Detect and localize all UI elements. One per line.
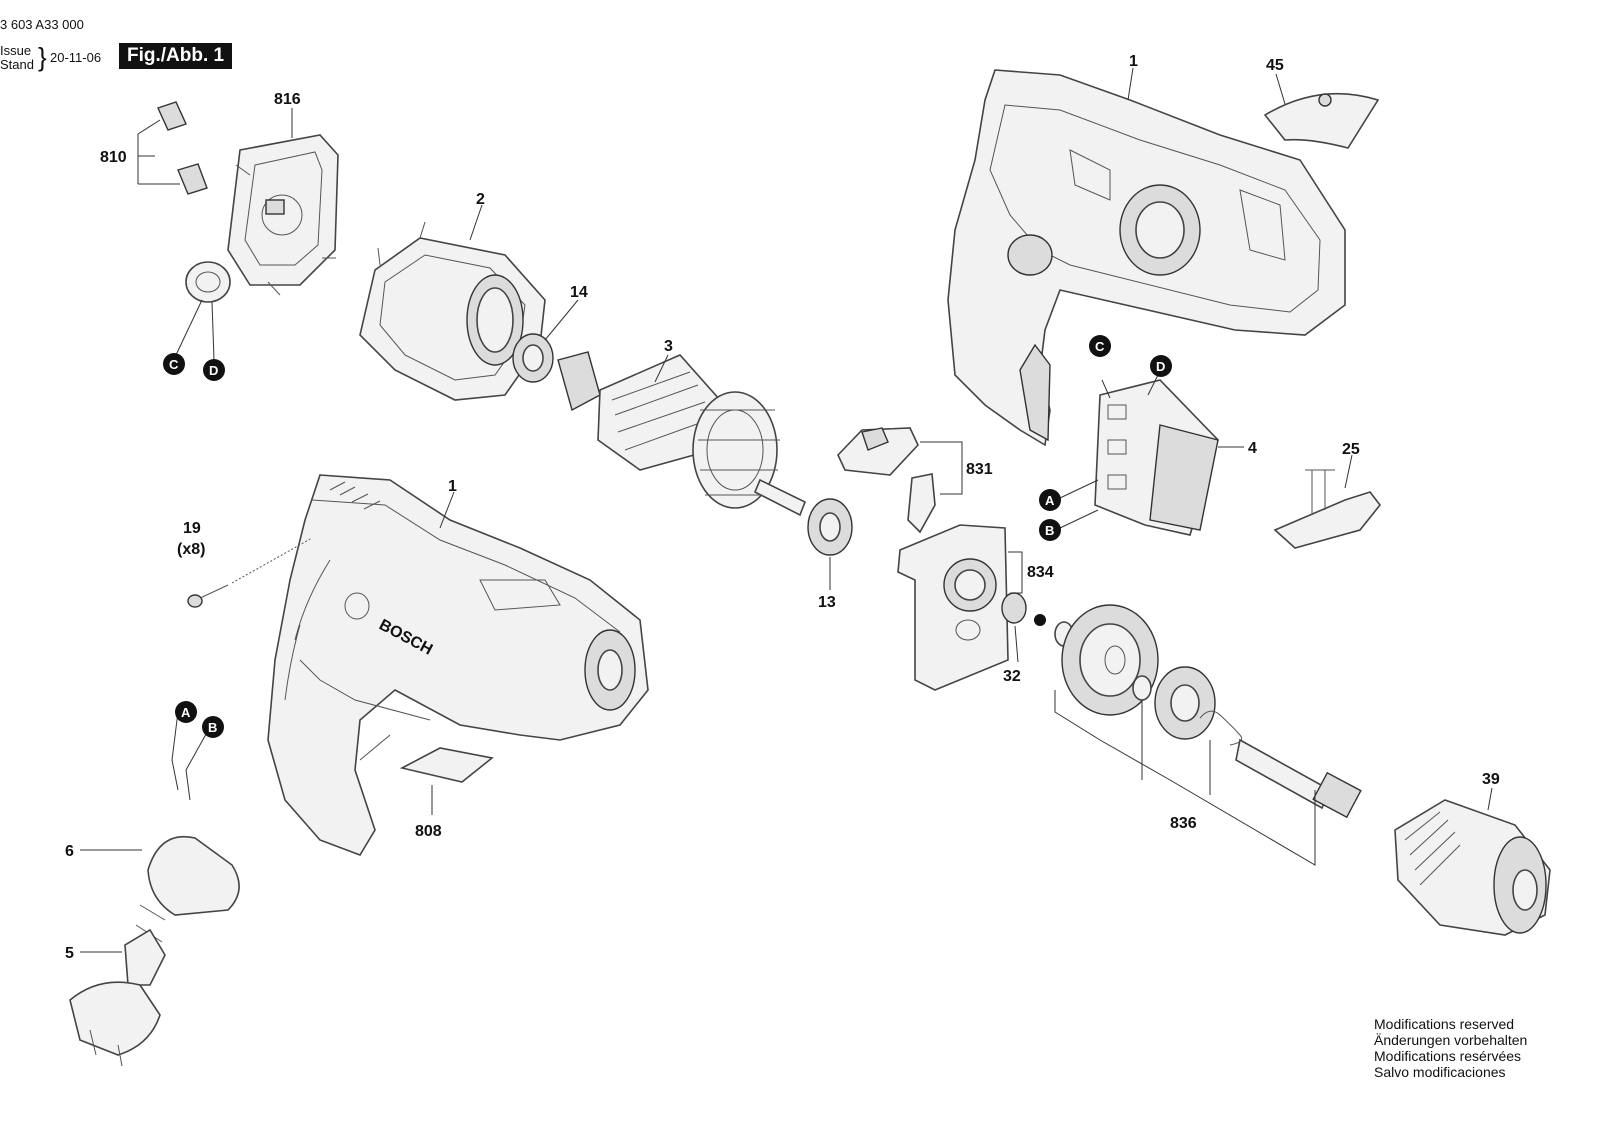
callout-834: 834	[1027, 564, 1054, 581]
svg-text:B: B	[208, 720, 217, 735]
callout-2: 2	[476, 191, 485, 208]
stand-label: Stand	[0, 57, 34, 72]
brush-wire-loop	[175, 261, 231, 361]
gear-assembly	[1054, 604, 1362, 866]
svg-text:B: B	[1045, 523, 1054, 538]
ball-bearing-32	[1034, 614, 1046, 626]
svg-text:D: D	[1156, 359, 1165, 374]
connector-b-cord: B	[202, 716, 224, 738]
leader-lines	[80, 67, 1493, 953]
figure-label: Fig./Abb. 1	[119, 43, 233, 69]
armature	[557, 351, 807, 517]
connector-d-right: D	[1150, 355, 1172, 377]
notice-line: Änderungen vorbehalten	[1374, 1032, 1528, 1048]
trigger-switch	[1094, 379, 1219, 536]
callout-808: 808	[415, 823, 442, 840]
drill-chuck	[1394, 799, 1551, 936]
callout-39: 39	[1482, 771, 1500, 788]
callout-19-quantity: (x8)	[177, 541, 205, 558]
connector-c-left: C	[163, 353, 185, 375]
svg-text:A: A	[181, 705, 191, 720]
switch-lever-set	[837, 427, 963, 534]
svg-text:A: A	[1045, 493, 1055, 508]
issue-label: Issue	[0, 43, 32, 58]
forward-reverse-slide	[1273, 469, 1382, 549]
svg-text:C: C	[1095, 339, 1105, 354]
callout-5: 5	[65, 945, 74, 962]
connector-d-left: D	[203, 359, 225, 381]
issue-date: 20-11-06	[50, 50, 102, 65]
callout-3: 3	[664, 338, 673, 355]
carbon-brushes	[137, 101, 208, 195]
connector-c-right: C	[1089, 335, 1111, 357]
callout-810: 810	[100, 149, 127, 166]
callout-836: 836	[1170, 815, 1197, 832]
housing-half-main	[267, 474, 649, 856]
notice-line: Modifications reserved	[1374, 1016, 1515, 1032]
notice-line: Salvo modificaciones	[1374, 1064, 1506, 1080]
modifications-notice: Modifications reserved Änderungen vorbeh…	[1374, 1016, 1527, 1080]
notice-line: Modifications resérvées	[1374, 1048, 1522, 1064]
housing-screw	[187, 537, 313, 608]
brace: }	[38, 42, 47, 72]
callout-13: 13	[818, 594, 836, 611]
callout-1-top: 1	[1129, 53, 1138, 70]
callout-14: 14	[570, 284, 588, 301]
type-label	[399, 747, 494, 783]
callout-32: 32	[1003, 668, 1021, 685]
field-stator	[359, 221, 546, 401]
connector-a-switch: A	[1039, 489, 1061, 511]
bearing-13	[807, 498, 853, 556]
doc-number: 3 603 A33 000	[0, 17, 84, 32]
gear-plate	[897, 524, 1027, 691]
callout-45: 45	[1266, 57, 1284, 74]
connector-a-cord: A	[175, 701, 197, 723]
callout-4: 4	[1248, 440, 1257, 457]
callout-25: 25	[1342, 441, 1360, 458]
brush-holder-plate	[227, 134, 339, 296]
callout-1-mid: 1	[448, 478, 457, 495]
svg-text:D: D	[209, 363, 218, 378]
callout-19: 19	[183, 520, 201, 537]
callout-816: 816	[274, 91, 301, 108]
callout-831: 831	[966, 461, 993, 478]
svg-text:C: C	[169, 357, 179, 372]
label-plate	[1263, 92, 1380, 149]
connector-b-switch: B	[1039, 519, 1061, 541]
callout-6: 6	[65, 843, 74, 860]
housing-half-top	[947, 69, 1346, 447]
bearing-small	[512, 333, 554, 383]
power-cord-assembly	[69, 711, 240, 1067]
